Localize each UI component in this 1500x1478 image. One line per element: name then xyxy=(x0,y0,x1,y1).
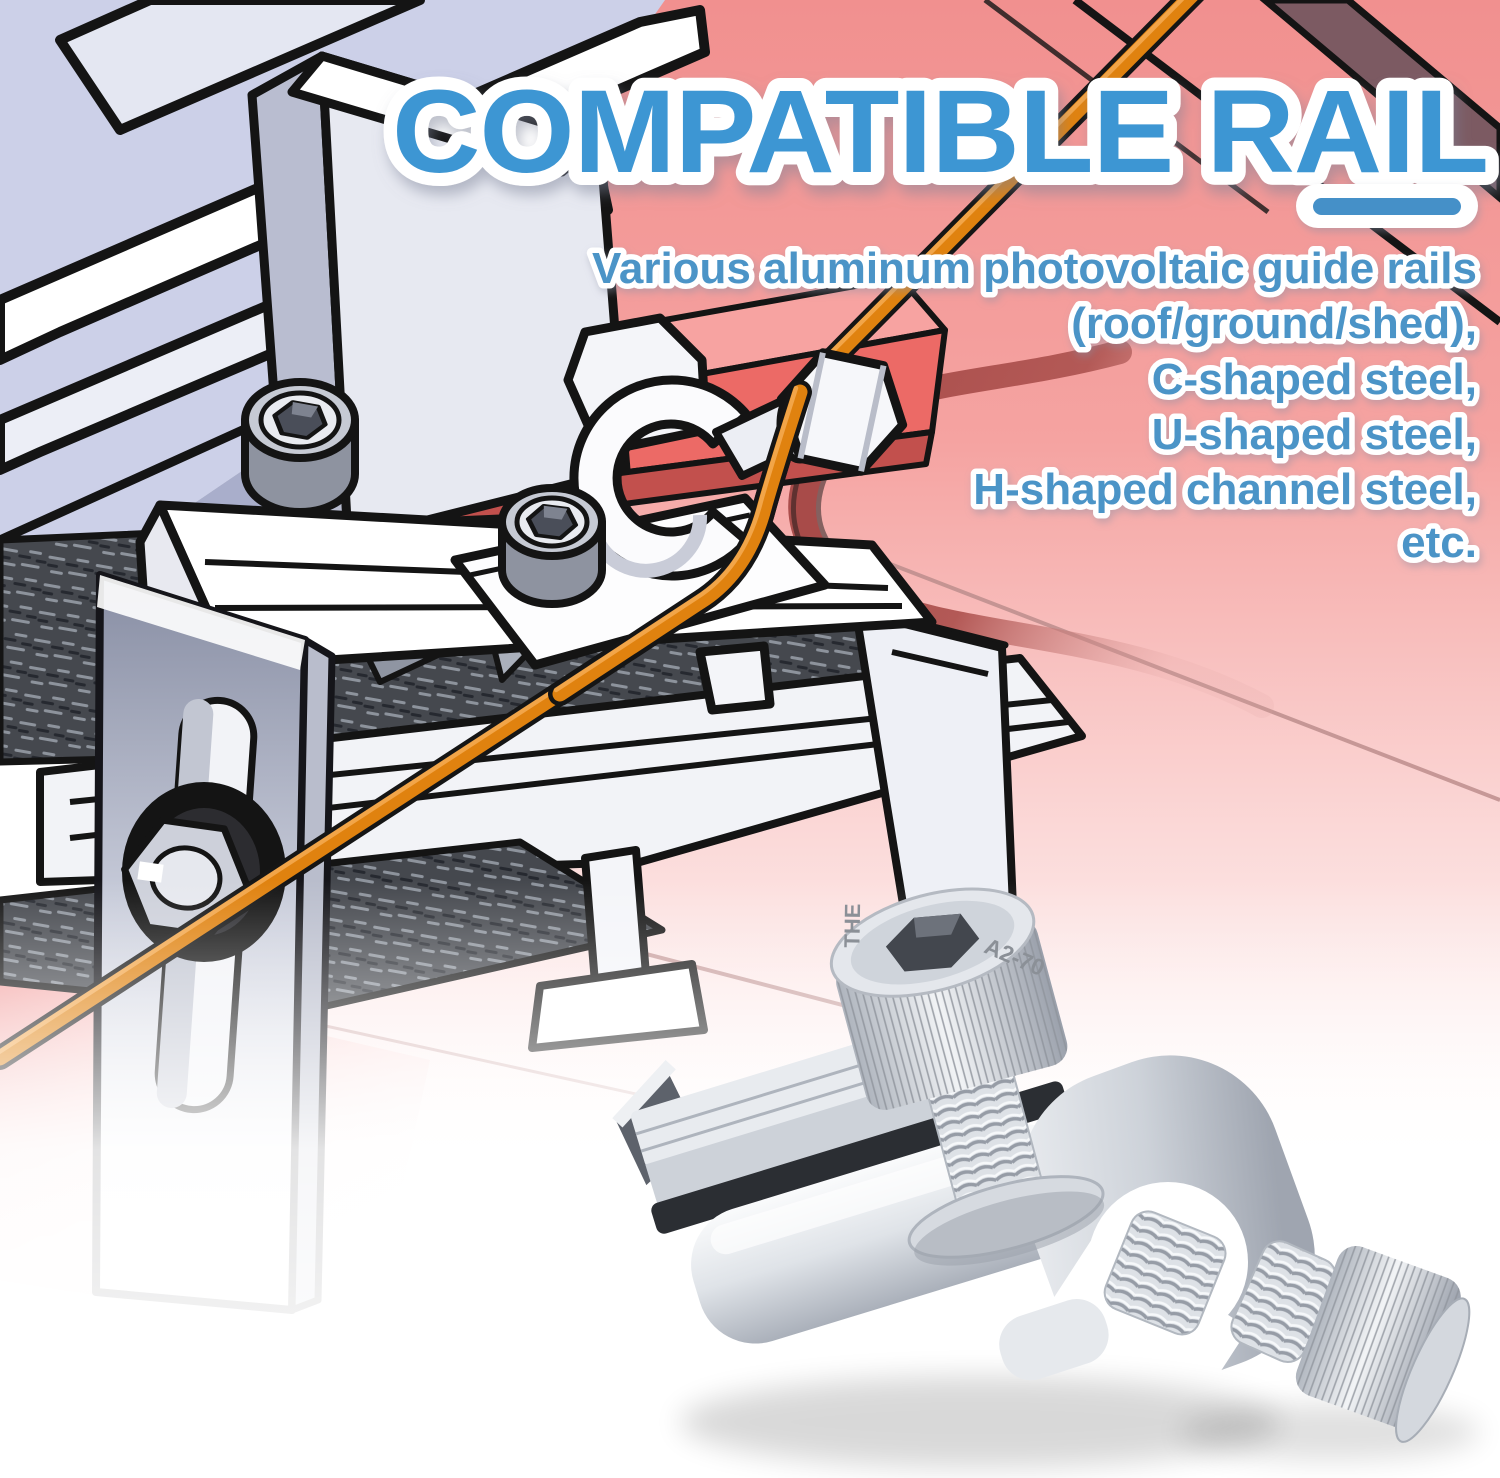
product-bolt-marking-brand: THE xyxy=(839,903,865,947)
product-photo: THE A2-70 xyxy=(612,887,1480,1468)
description-line: H-shaped channel steel, xyxy=(973,465,1477,514)
product-top-screw: THE A2-70 xyxy=(829,887,1105,1266)
description-line: C-shaped steel, xyxy=(1152,355,1477,404)
product-shadow xyxy=(680,1376,1280,1468)
hex-socket-bolt-2 xyxy=(498,484,606,608)
title-divider xyxy=(1296,184,1478,228)
description-line: Various aluminum photovoltaic guide rail… xyxy=(592,244,1477,293)
description: Various aluminum photovoltaic guide rail… xyxy=(586,239,1482,573)
page-title: COMPATIBLE RAIL xyxy=(392,66,1488,198)
hex-socket-bolt-1 xyxy=(241,378,359,516)
description-line: U-shaped steel, xyxy=(1152,410,1477,459)
product-side-screw xyxy=(999,1055,1471,1443)
grounding-clip xyxy=(450,313,908,706)
hex-socket xyxy=(885,913,980,972)
description-line: etc. xyxy=(1401,518,1477,567)
description-line: (roof/ground/shed), xyxy=(1071,299,1477,348)
